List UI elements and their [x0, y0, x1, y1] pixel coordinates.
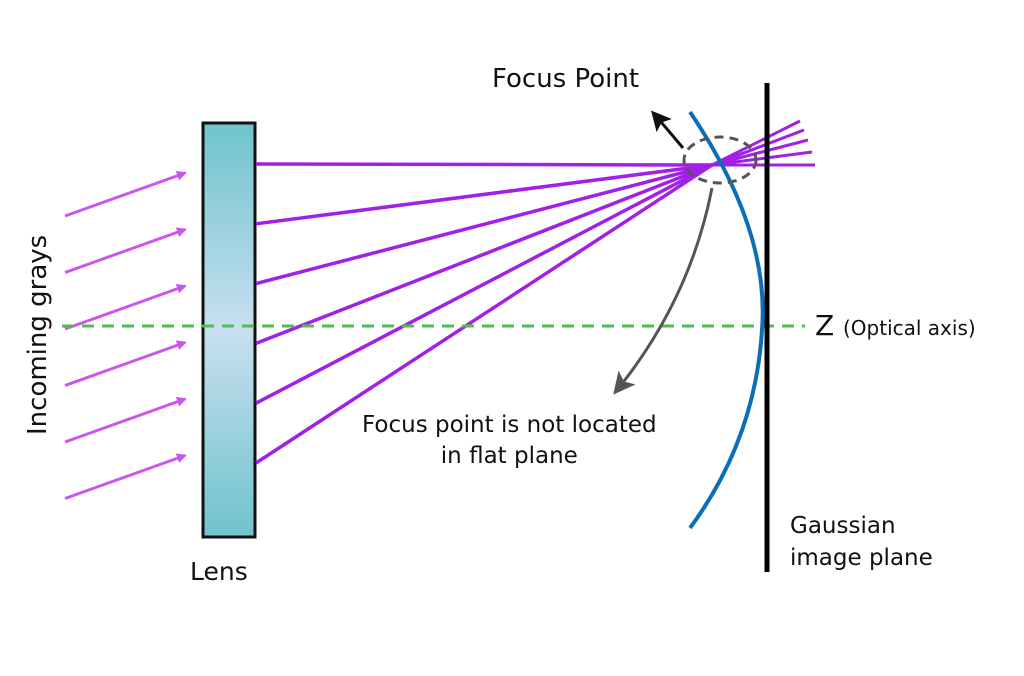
image-plane-label: Gaussian image plane	[790, 510, 933, 574]
image-plane-label-line2: image plane	[790, 545, 933, 571]
incoming-rays	[64, 170, 187, 500]
refracted-ray	[255, 162, 713, 167]
lens	[201, 121, 257, 539]
refracted-ray	[255, 163, 713, 346]
axis-z-label: Z	[815, 309, 835, 342]
incoming-ray	[64, 453, 187, 500]
focus-note-line2: in flat plane	[440, 443, 578, 469]
diverging-ray	[711, 150, 813, 167]
image-plane-label-line1: Gaussian	[790, 513, 896, 539]
curved-focal-surface	[688, 110, 765, 530]
refracted-rays	[255, 162, 713, 465]
diverging-ray	[711, 128, 805, 167]
optical-axis-label: (Optical axis)	[843, 316, 976, 340]
refracted-ray	[255, 163, 713, 286]
focus-point-highlight	[682, 135, 758, 185]
focus-point-arrow	[651, 110, 685, 149]
diverging-ray	[711, 119, 801, 167]
focus-note: Focus point is not located in flat plane	[362, 410, 657, 472]
refracted-ray	[255, 163, 713, 405]
diverging-rays	[711, 119, 815, 167]
incoming-rays-label: Incoming grays	[23, 234, 53, 435]
lens-label: Lens	[190, 557, 248, 586]
annotation-arrow	[613, 187, 714, 395]
refracted-ray	[255, 163, 713, 465]
incoming-ray	[64, 340, 187, 387]
incoming-ray	[64, 227, 187, 274]
focus-note-line1: Focus point is not located	[362, 412, 657, 438]
focus-point-label: Focus Point	[492, 64, 640, 94]
incoming-ray	[64, 283, 187, 331]
refracted-ray	[255, 163, 713, 226]
incoming-ray	[64, 170, 187, 218]
incoming-ray	[64, 396, 187, 444]
diverging-ray	[711, 138, 809, 167]
